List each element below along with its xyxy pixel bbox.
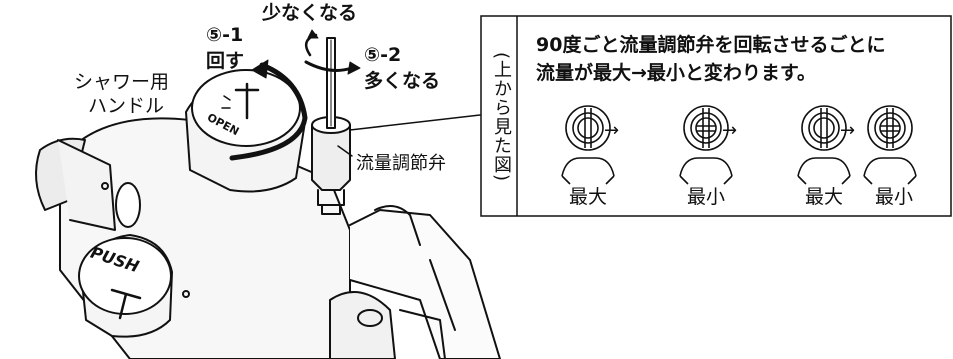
step2-number: ⑤-2 [364, 44, 402, 66]
panel-side-label: (上から見た図) [491, 52, 512, 183]
panel-arrow-1: → [604, 120, 620, 141]
valve-caption-1: 最大 [568, 186, 607, 208]
panel-arrow-2: → [722, 120, 738, 141]
valve-caption-3: 最大 [804, 186, 843, 208]
step1-text: 回す [206, 50, 245, 72]
valve-column [311, 124, 351, 191]
panel-description-line2: 流量が最大→最小と変わります。 [536, 62, 817, 84]
flow-valve-label: 流量調節弁 [356, 153, 446, 174]
faucet-arm [349, 209, 501, 359]
valve-top-view-1 [561, 105, 615, 185]
valve-top-view-2 [679, 105, 733, 185]
rotate-arrow [229, 62, 308, 161]
valve-leader [337, 145, 353, 157]
top-label: 少なくなる [262, 2, 358, 24]
valve-caption-2: 最小 [686, 186, 725, 208]
shower-handle-label-line2: ハンドル [88, 95, 165, 117]
panel-description-line1: 90度ごと流量調節弁を回転させるごとに [536, 34, 886, 56]
step2-text: 多くなる [364, 70, 441, 92]
valve-top-view-4 [863, 105, 917, 185]
step1-number: ⑤-1 [206, 24, 244, 46]
valve-caption-4: 最小 [874, 186, 913, 208]
panel-arrow-3: → [840, 120, 856, 141]
shower-handle-label-line1: シャワー用 [74, 71, 170, 93]
valve-top-view-3 [797, 105, 851, 185]
